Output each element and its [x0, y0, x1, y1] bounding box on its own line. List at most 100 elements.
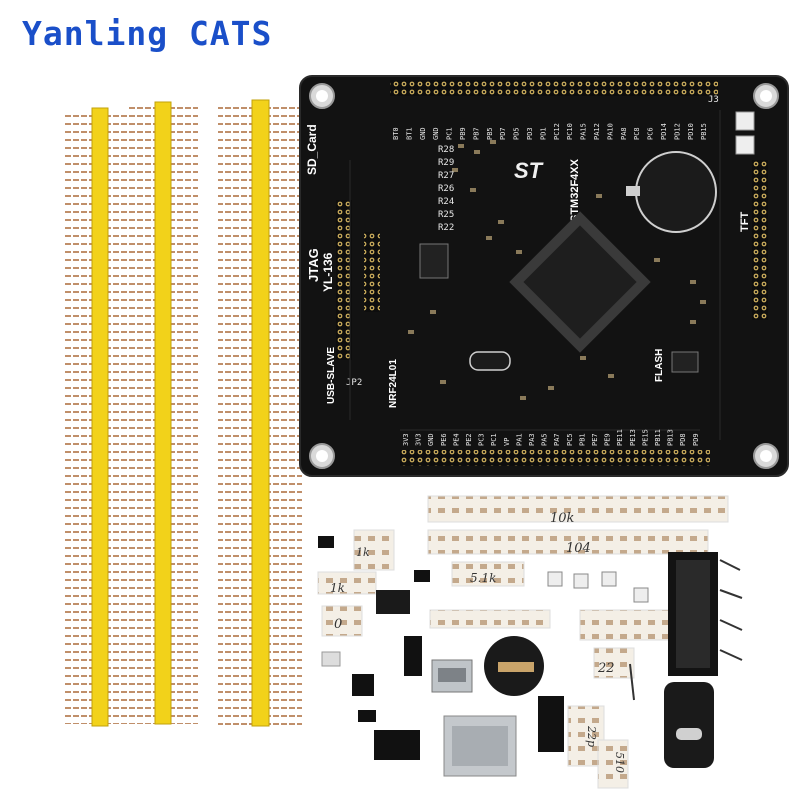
tape-label-1k-b: 1k [356, 546, 370, 559]
tape-label-22: 22 [597, 661, 615, 676]
pin-label-top: PD7 [499, 127, 507, 140]
smd-tape-misc [429, 609, 551, 629]
pin-label-top: PA12 [593, 123, 601, 140]
pin-label-bottom: PE11 [616, 429, 624, 446]
smd-tape-misc-2 [579, 609, 671, 641]
resistor-label: R22 [438, 223, 454, 233]
pin-label-bottom: PE9 [604, 433, 612, 446]
loose-pins [629, 559, 743, 701]
pin-label-bottom: PE2 [465, 433, 473, 446]
tape-label-510: 510 [613, 752, 626, 773]
resistor-label: R24 [438, 197, 454, 207]
pin-label-bottom: PA5 [541, 433, 549, 446]
pin-label-top: BT0 [392, 127, 400, 140]
pin-label-top: PD10 [687, 123, 695, 140]
pin-label-bottom: PE6 [440, 433, 448, 446]
tape-label-0: 0 [334, 617, 342, 632]
resistor-tape-22 [593, 647, 635, 679]
pin-label-top: PC8 [633, 127, 641, 140]
stm32-dev-board: SD_Card JTAG YL-136 USB-SLAVE NRF24L01 J… [299, 75, 789, 477]
pin-label-bottom: PD8 [679, 433, 687, 446]
pin-label-top: PD3 [526, 127, 534, 140]
jumper-cap [318, 536, 334, 548]
pin-label-top: GND [432, 127, 440, 140]
resistor-label: R29 [438, 158, 454, 168]
pin-strip-1 [65, 107, 133, 727]
pin-label-bottom: PA7 [553, 433, 561, 446]
pin-label-top: PA15 [580, 123, 588, 140]
jp2-label: JP2 [346, 378, 362, 388]
jumper-cap [358, 710, 376, 722]
pin-label-top: PD5 [513, 127, 521, 140]
pin-strip-2 [128, 101, 198, 725]
tft-label: TFT [739, 212, 751, 232]
pin-header-strips [65, 99, 302, 727]
soic-chip [352, 674, 374, 696]
model-label: YL-136 [321, 252, 335, 292]
jtag-header-holes [364, 232, 380, 312]
pin-label-bottom: PB11 [654, 429, 662, 446]
coin-cell-battery-holder [484, 636, 544, 696]
nrf-label: NRF24L01 [388, 359, 399, 408]
pin-label-bottom: PB1 [578, 433, 586, 446]
resistor-label: R25 [438, 210, 454, 220]
pin-label-bottom: PE15 [641, 429, 649, 446]
pin-label-bottom: PE13 [629, 429, 637, 446]
mini-usb-connector [431, 659, 473, 693]
pin-label-top: PB9 [459, 127, 467, 140]
brand-watermark: Yanling CATS [22, 14, 273, 53]
pin-label-top: PB15 [700, 123, 708, 140]
pin-label-top: GND [419, 127, 427, 140]
st-logo: ST [514, 158, 544, 183]
tape-label-22p: 22p [585, 725, 598, 747]
resistor-label: R27 [438, 171, 454, 181]
pin-label-bottom: PD9 [692, 433, 700, 446]
voltage-regulator [419, 243, 449, 279]
capacitor-tape-22p [567, 705, 605, 767]
pin-label-bottom: PC5 [566, 433, 574, 446]
resistor-tape-1k-a [317, 571, 377, 595]
tactile-switch [547, 571, 563, 587]
tape-label-5k1: 5.1k [470, 571, 496, 585]
pin-label-top: PC1 [446, 127, 454, 140]
smd-regulator [376, 590, 410, 614]
pin-label-top: PB5 [486, 127, 494, 140]
pin-label-bottom: PC3 [478, 433, 486, 446]
usb-slave-label: USB-SLAVE [326, 347, 337, 404]
resistor-tape-5k1 [451, 561, 525, 587]
j3-label: J3 [708, 95, 719, 105]
pin-label-bottom: PA3 [528, 433, 536, 446]
jtag-label: JTAG [306, 248, 321, 282]
pin-label-bottom: PB13 [667, 429, 675, 446]
resistor-tape-510 [597, 739, 629, 789]
sd-card-socket [443, 715, 517, 777]
resistor-tape-10k [427, 495, 729, 523]
pin-label-top: PA8 [620, 127, 628, 140]
resistor-tape-0 [321, 605, 363, 637]
user-button [735, 135, 755, 155]
female-header [374, 730, 420, 760]
pin-label-bottom: PE4 [452, 433, 460, 446]
pin-label-bottom: GND [427, 433, 435, 446]
tactile-switch [573, 573, 589, 589]
pin-label-bottom: PA1 [515, 433, 523, 446]
flash-chip [671, 351, 699, 373]
pin-label-bottom: PC1 [490, 433, 498, 446]
tactile-switch [601, 571, 617, 587]
flash-label: FLASH [654, 349, 665, 382]
reset-button [735, 111, 755, 131]
pin-label-top: PA10 [606, 123, 614, 140]
pin-label-top: PB7 [472, 127, 480, 140]
left-header-holes [336, 200, 352, 360]
jumper-cap [414, 570, 430, 582]
resistor-label: R28 [438, 145, 454, 155]
resistor-tape-1k-b [353, 529, 395, 571]
pin-label-top: PD1 [539, 127, 547, 140]
right-header-holes [752, 160, 768, 320]
component-kit: 10k 104 1k 1k 5.1k 22 22p 510 0 [317, 495, 743, 789]
crystal-y2 [469, 351, 511, 371]
box-header-connector [668, 552, 718, 676]
hc49-crystal [664, 682, 714, 768]
tape-label-10k: 10k [550, 511, 575, 526]
